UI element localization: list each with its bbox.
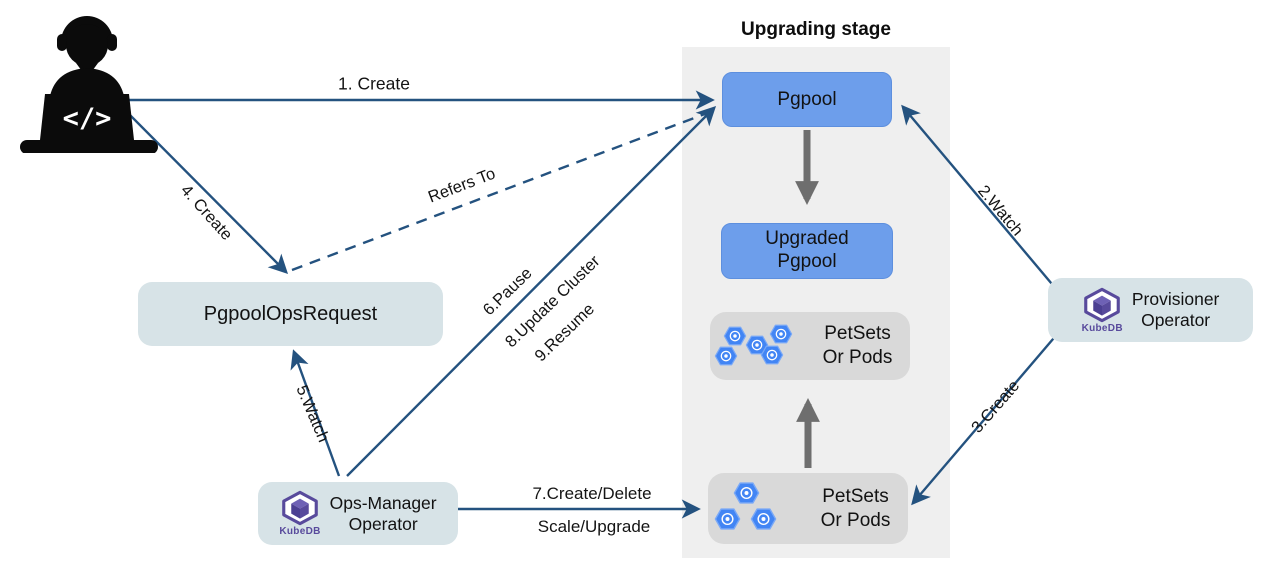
edge-5-watch-line — [290, 349, 341, 477]
petsets-current-node: PetSets Or Pods — [708, 473, 908, 544]
edge-7-scale-upgrade-label: Scale/Upgrade — [537, 517, 651, 536]
edge-7-create-delete-label: 7.Create/Delete — [532, 484, 652, 503]
pod-icon — [733, 482, 760, 504]
pgpool-ops-request-label: PgpoolOpsRequest — [203, 302, 378, 325]
edge-1-create-label: 1. Create — [338, 73, 410, 94]
edge-3-create-line — [911, 331, 1060, 506]
pgpool-node: Pgpool — [722, 72, 892, 127]
kubedb-wordmark: KubeDB — [279, 526, 321, 537]
kubedb-cube-icon — [282, 490, 318, 526]
pod-icon — [769, 324, 793, 344]
upgraded-pgpool-line1: Upgraded — [765, 228, 849, 250]
ops-manager-node: KubeDB Ops-Manager Operator — [258, 482, 458, 545]
kubedb-wordmark: KubeDB — [1081, 322, 1123, 334]
upgrading-stage-panel — [682, 47, 950, 558]
petsets-current-line1: PetSets — [822, 485, 889, 507]
upgraded-pgpool-line2: Pgpool — [777, 251, 837, 272]
pod-icon — [750, 508, 777, 530]
provisioner-node: KubeDB Provisioner Operator — [1048, 278, 1253, 342]
kubedb-logo: KubeDB — [279, 490, 320, 537]
pod-icon — [714, 508, 741, 530]
edge-2-watch-line — [901, 104, 1063, 297]
developer-icon: </> — [20, 16, 158, 153]
petsets-upgraded-node: PetSets Or Pods — [710, 312, 910, 380]
petsets-current-line2: Or Pods — [820, 509, 891, 531]
petsets-upgraded-line2: Or Pods — [822, 347, 893, 368]
svg-text:</>: </> — [63, 103, 112, 134]
upgraded-pgpool-node: Upgraded Pgpool — [721, 223, 893, 279]
edge-4-create-line — [118, 103, 289, 275]
kubedb-logo: KubeDB — [1082, 287, 1123, 334]
pgpool-label: Pgpool — [777, 88, 837, 110]
provisioner-line2: Operator — [1141, 310, 1211, 330]
pgpool-ops-request-node: PgpoolOpsRequest — [138, 282, 443, 346]
pod-cluster — [708, 473, 803, 544]
ops-manager-line1: Ops-Manager — [329, 492, 437, 513]
pod-icon — [714, 346, 738, 366]
pod-icon — [723, 326, 747, 346]
ops-manager-line2: Operator — [348, 513, 418, 534]
panel-title: Upgrading stage — [741, 19, 891, 40]
kubedb-cube-icon — [1084, 287, 1121, 322]
pod-cluster — [710, 312, 805, 380]
pod-icon — [760, 345, 784, 365]
provisioner-line1: Provisioner — [1131, 289, 1220, 309]
edge-refers-to-dashed-line — [291, 110, 711, 272]
petsets-upgraded-line1: PetSets — [824, 323, 891, 345]
edge-6-8-9-line — [346, 105, 717, 477]
